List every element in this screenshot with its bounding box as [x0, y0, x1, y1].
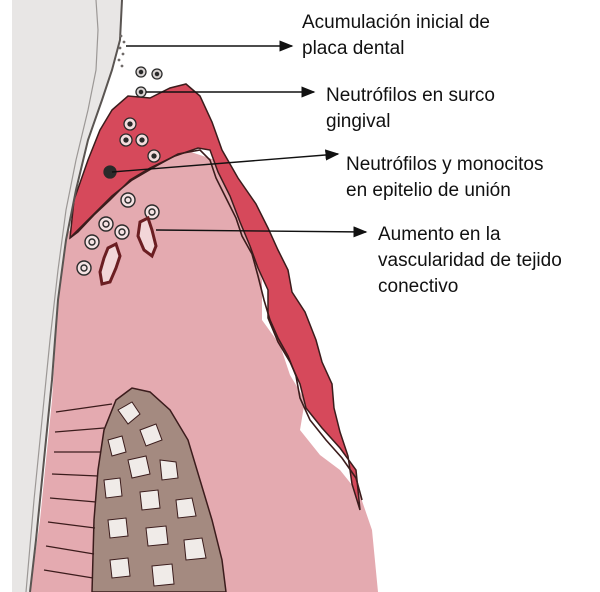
- cell-nucleus: [128, 122, 132, 126]
- bone-cavity: [104, 478, 122, 498]
- label-line: conectivo: [378, 274, 562, 300]
- neutrophil-nucleus: [139, 70, 142, 73]
- bone-cavity: [110, 558, 130, 578]
- label-junctional: Neutrófilos y monocitos en epitelio de u…: [346, 152, 543, 204]
- label-sulcus: Neutrófilos en surco gingival: [326, 83, 495, 135]
- plaque-dot: [121, 65, 124, 68]
- bone-cavity: [140, 490, 160, 510]
- bone-cavity: [152, 564, 174, 586]
- neutrophil-nucleus: [139, 90, 142, 93]
- cell-nucleus: [140, 138, 144, 142]
- leukocyte-cell: [115, 225, 129, 239]
- leukocyte-cell: [77, 261, 91, 275]
- bone-cavity: [176, 498, 196, 518]
- label-line: Acumulación inicial de: [302, 10, 490, 36]
- plaque-dot: [118, 59, 121, 62]
- bone-cavity: [184, 538, 206, 560]
- label-line: Aumento en la: [378, 222, 562, 248]
- label-line: en epitelio de unión: [346, 178, 543, 204]
- leukocyte-cell: [121, 193, 135, 207]
- bone-cavity: [160, 460, 178, 480]
- label-vascular: Aumento en la vascularidad de tejido con…: [378, 222, 562, 300]
- neutrophil-nucleus: [155, 72, 158, 75]
- bone-cavity: [108, 518, 128, 538]
- label-line: vascularidad de tejido: [378, 248, 562, 274]
- cell-nucleus: [124, 138, 128, 142]
- label-line: Neutrófilos en surco: [326, 83, 495, 109]
- plaque-dot: [120, 35, 123, 38]
- cell-nucleus: [152, 154, 156, 158]
- plaque-dot: [123, 41, 126, 44]
- leukocyte-cell: [85, 235, 99, 249]
- bone-cavity: [128, 456, 150, 478]
- leukocyte-cell: [99, 217, 113, 231]
- label-line: placa dental: [302, 36, 490, 62]
- bone-cavity: [146, 526, 168, 546]
- label-line: gingival: [326, 109, 495, 135]
- plaque-dot: [122, 53, 125, 56]
- label-line: Neutrófilos y monocitos: [346, 152, 543, 178]
- plaque-dot: [119, 47, 122, 50]
- label-plaque: Acumulación inicial de placa dental: [302, 10, 490, 62]
